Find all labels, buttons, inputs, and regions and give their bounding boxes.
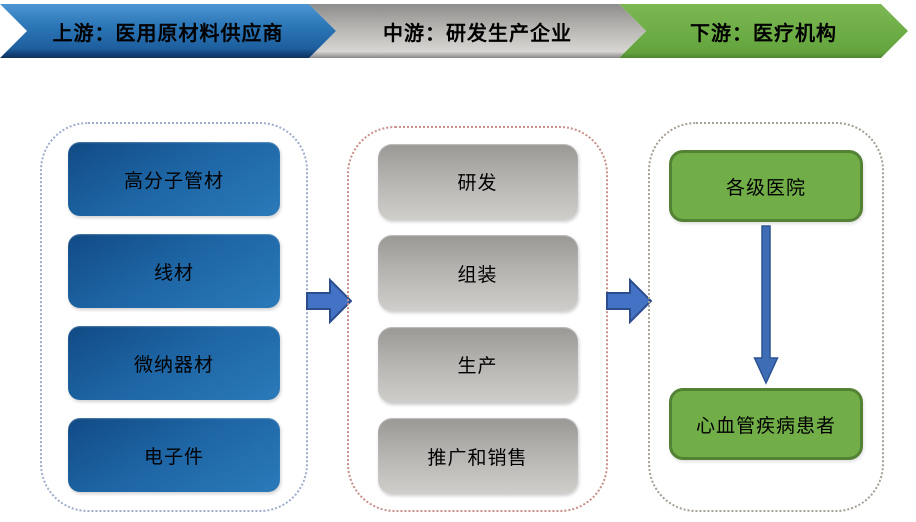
banner-upstream: 上游：医用原材料供应商 [0,4,336,58]
banner-midstream-label: 中游：研发生产企业 [383,22,572,45]
banner-upstream-label: 上游：医用原材料供应商 [52,22,284,45]
midstream-item-label: 生产 [457,356,498,378]
banner-downstream-label: 下游：医疗机构 [690,22,837,45]
downstream-item-cardiovascular-patients: 心血管疾病患者 [669,388,863,460]
upstream-item-wire: 线材 [68,234,280,308]
midstream-item-rnd: 研发 [377,143,578,220]
upstream-item-electronics: 电子件 [68,418,280,492]
downstream-item-label: 心血管疾病患者 [695,415,836,437]
upstream-item-label: 电子件 [143,446,204,468]
flow-arrow-down-icon [753,225,779,385]
midstream-item-label: 组装 [457,264,498,286]
upstream-item-micro-nano-devices: 微纳器材 [68,326,280,400]
midstream-item-label: 推广和销售 [427,447,528,469]
downstream-item-hospitals: 各级医院 [669,150,863,222]
downstream-group: 各级医院 心血管疾病患者 [648,122,884,512]
stage-banner: 上游：医用原材料供应商 中游：研发生产企业 下游：医疗机构 [0,4,916,58]
banner-midstream: 中游：研发生产企业 [309,4,646,58]
midstream-item-production: 生产 [377,326,578,403]
upstream-item-label: 高分子管材 [123,170,224,192]
upstream-item-polymer-tubing: 高分子管材 [68,142,280,216]
midstream-group: 研发 组装 生产 推广和销售 [347,126,608,512]
flow-arrow-right-icon [306,277,352,325]
banner-downstream: 下游：医疗机构 [619,4,908,58]
downstream-item-label: 各级医院 [725,177,806,199]
upstream-item-label: 微纳器材 [133,354,214,376]
flow-arrow-right-icon [606,277,652,325]
midstream-item-assembly: 组装 [377,235,578,312]
midstream-item-marketing-sales: 推广和销售 [377,418,578,495]
upstream-item-label: 线材 [153,262,194,284]
upstream-group: 高分子管材 线材 微纳器材 电子件 [40,122,308,512]
midstream-item-label: 研发 [457,173,498,195]
